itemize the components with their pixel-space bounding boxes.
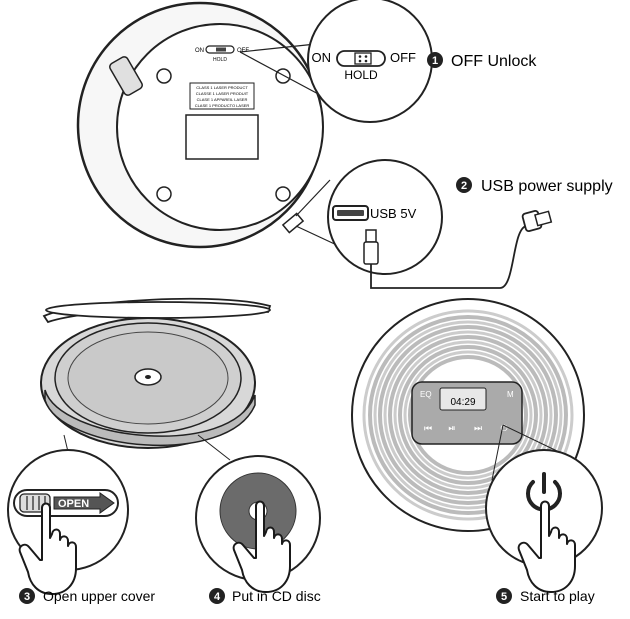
next-icon: ⏭ bbox=[474, 423, 482, 433]
player-open-view bbox=[40, 297, 272, 461]
step-5: 5 Start to play bbox=[496, 588, 595, 604]
mode-button: M bbox=[507, 390, 514, 399]
small-off-label: OFF bbox=[237, 48, 249, 54]
step-number: 5 bbox=[501, 591, 507, 603]
step-label: OFF Unlock bbox=[451, 53, 537, 70]
usb-label: USB 5V bbox=[370, 206, 417, 221]
usb-a-plug bbox=[521, 210, 553, 232]
play-pause-icon: ⏯ bbox=[448, 423, 455, 433]
laser-label-line: CLASE 1 PRODUCTO LASER bbox=[195, 103, 250, 108]
on-label: ON bbox=[312, 50, 332, 65]
step-3: 3 Open upper cover bbox=[19, 588, 155, 604]
hold-label: HOLD bbox=[344, 68, 378, 82]
step-number: 2 bbox=[461, 180, 467, 192]
step-2: 2 USB power supply bbox=[456, 177, 613, 195]
step-label: Put in CD disc bbox=[232, 588, 321, 604]
small-on-label: ON bbox=[195, 48, 204, 54]
step-4: 4 Put in CD disc bbox=[209, 588, 321, 604]
player-back-view: CLASS 1 LASER PRODUCT CLASSE 1 LASER PRO… bbox=[76, 1, 357, 255]
small-hold-label: HOLD bbox=[213, 57, 227, 63]
step-label: Open upper cover bbox=[43, 588, 155, 604]
step-number: 4 bbox=[214, 591, 221, 603]
cd-disc-callout bbox=[195, 455, 321, 593]
open-label: OPEN bbox=[58, 498, 89, 510]
toggle-knob bbox=[354, 52, 372, 65]
step-1: 1 OFF Unlock bbox=[427, 52, 537, 70]
power-callout bbox=[485, 449, 603, 593]
step-number: 3 bbox=[24, 591, 30, 603]
eq-button: EQ bbox=[420, 390, 432, 399]
off-label: OFF bbox=[390, 50, 416, 65]
open-cover-callout: OPEN bbox=[7, 449, 129, 595]
lcd-display bbox=[439, 387, 487, 411]
power-button-icon: ⏻ bbox=[500, 423, 507, 433]
usb-callout: USB 5V bbox=[327, 159, 553, 289]
step-label: USB power supply bbox=[481, 178, 613, 195]
prev-icon: ⏮ bbox=[424, 423, 432, 433]
step-label: Start to play bbox=[520, 588, 595, 604]
usb-plug-icon bbox=[365, 229, 377, 243]
laser-label-line: CLASSE 1 LASER PRODUIT bbox=[196, 91, 249, 96]
laser-label-line: CLASS 1 LASER PRODUCT bbox=[196, 85, 248, 90]
hold-switch-callout: ON OFF HOLD bbox=[307, 0, 433, 123]
lcd-time: 04:29 bbox=[450, 397, 475, 408]
step-number: 1 bbox=[432, 55, 438, 67]
laser-label-line: CLASE 1 APPAREIL LASER bbox=[197, 97, 248, 102]
